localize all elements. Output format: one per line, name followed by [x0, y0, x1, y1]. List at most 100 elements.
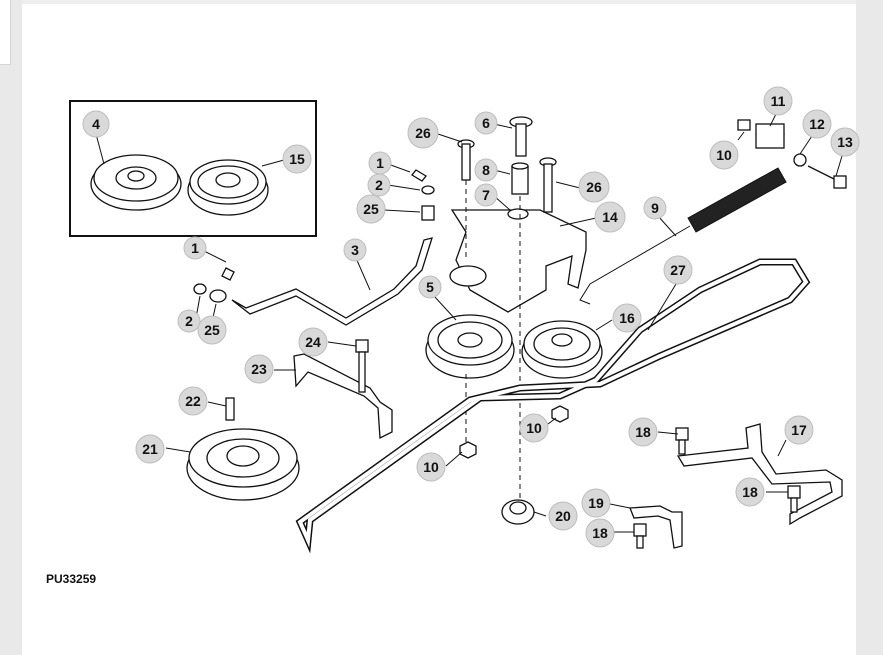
svg-text:4: 4 — [92, 116, 100, 132]
svg-text:18: 18 — [742, 484, 758, 500]
svg-text:2: 2 — [375, 177, 383, 193]
svg-text:24: 24 — [305, 334, 321, 350]
idler-bracket-14 — [450, 209, 587, 313]
callout-19: 19 — [581, 488, 611, 518]
callout-10-middle: 10 — [519, 413, 549, 443]
svg-text:6: 6 — [482, 115, 490, 131]
callout-9: 9 — [643, 196, 667, 220]
pulley-4 — [90, 154, 182, 211]
callout-2-left: 2 — [177, 309, 201, 333]
rod-17 — [676, 423, 843, 526]
washer-7 — [507, 208, 529, 220]
svg-text:13: 13 — [837, 134, 853, 150]
callout-10-top: 10 — [709, 140, 739, 170]
callout-18-lower: 18 — [585, 518, 615, 548]
svg-text:15: 15 — [289, 151, 305, 167]
figure-code: PU33259 — [46, 572, 97, 586]
washer-12 — [793, 153, 807, 167]
svg-text:26: 26 — [586, 179, 602, 195]
bolt-18-upper — [675, 427, 689, 455]
callout-8: 8 — [474, 158, 498, 182]
bolt-18-lower — [633, 523, 647, 549]
bolt-6 — [509, 116, 533, 157]
idler-pulley-5 — [425, 314, 515, 379]
callout-6: 6 — [474, 111, 498, 135]
spacer-11 — [755, 123, 785, 149]
svg-text:25: 25 — [363, 201, 379, 217]
callout-15: 15 — [282, 144, 312, 174]
svg-text:18: 18 — [635, 424, 651, 440]
bracket-23 — [293, 353, 393, 440]
callout-12: 12 — [802, 109, 832, 139]
callout-1-right: 1 — [368, 151, 392, 175]
left-margin-tab — [0, 0, 11, 65]
svg-text:7: 7 — [482, 187, 490, 203]
callout-20: 20 — [548, 501, 578, 531]
rod-bushing-right — [411, 169, 435, 221]
shifter-rod-3 — [231, 237, 433, 326]
svg-text:16: 16 — [619, 310, 635, 326]
svg-text:9: 9 — [651, 200, 659, 216]
svg-text:2: 2 — [185, 313, 193, 329]
callout-24: 24 — [298, 327, 328, 357]
svg-text:25: 25 — [204, 322, 220, 338]
svg-text:27: 27 — [670, 262, 686, 278]
callout-23: 23 — [244, 354, 274, 384]
svg-text:1: 1 — [376, 155, 384, 171]
nut-10-lower — [459, 441, 477, 459]
svg-text:19: 19 — [588, 495, 604, 511]
right-margin-strip — [856, 0, 883, 655]
svg-text:18: 18 — [592, 525, 608, 541]
svg-text:12: 12 — [809, 116, 825, 132]
callout-17: 17 — [784, 415, 814, 445]
svg-text:22: 22 — [185, 393, 201, 409]
callout-22: 22 — [178, 386, 208, 416]
callout-5: 5 — [418, 275, 442, 299]
svg-text:11: 11 — [771, 93, 786, 109]
callout-11: 11 — [763, 86, 793, 116]
top-margin-strip — [22, 0, 856, 4]
callout-1-left: 1 — [183, 236, 207, 260]
callout-26-left: 26 — [407, 117, 439, 149]
callout-25-left: 25 — [197, 315, 227, 345]
callout-3: 3 — [343, 238, 367, 262]
callout-21: 21 — [135, 434, 165, 464]
inset-frame — [69, 100, 317, 237]
svg-text:20: 20 — [555, 508, 571, 524]
pin-22 — [225, 397, 235, 421]
svg-text:10: 10 — [526, 420, 542, 436]
left-margin-strip — [0, 0, 22, 655]
svg-text:8: 8 — [482, 162, 490, 178]
bracket-pivot — [449, 265, 487, 287]
svg-text:17: 17 — [791, 422, 807, 438]
svg-text:3: 3 — [351, 242, 359, 258]
callout-10-lower: 10 — [416, 452, 446, 482]
pulley-21 — [186, 428, 300, 501]
callout-25-right: 25 — [356, 194, 386, 224]
callout-14: 14 — [594, 201, 626, 233]
idler-pulley-16 — [521, 320, 603, 379]
svg-text:26: 26 — [415, 125, 431, 141]
leader-lines — [95, 113, 843, 533]
nut-10-top — [737, 119, 751, 131]
rod-bushing-left — [193, 267, 235, 303]
svg-text:21: 21 — [142, 441, 158, 457]
callout-13: 13 — [830, 127, 860, 157]
bolt-18-right — [787, 485, 801, 513]
bolt-26-left — [457, 139, 475, 181]
bolt-13 — [807, 165, 847, 189]
bolt-26-right — [539, 157, 557, 213]
svg-text:10: 10 — [423, 459, 439, 475]
spring-9 — [579, 167, 787, 305]
svg-text:23: 23 — [251, 361, 267, 377]
svg-text:1: 1 — [191, 240, 199, 256]
bracket-19 — [629, 505, 683, 549]
callout-26-right: 26 — [578, 171, 610, 203]
callout-16: 16 — [612, 303, 642, 333]
svg-text:14: 14 — [602, 209, 618, 225]
nut-20 — [501, 499, 535, 525]
callout-2-right: 2 — [367, 173, 391, 197]
svg-text:10: 10 — [716, 147, 732, 163]
bushing-8 — [511, 162, 529, 195]
